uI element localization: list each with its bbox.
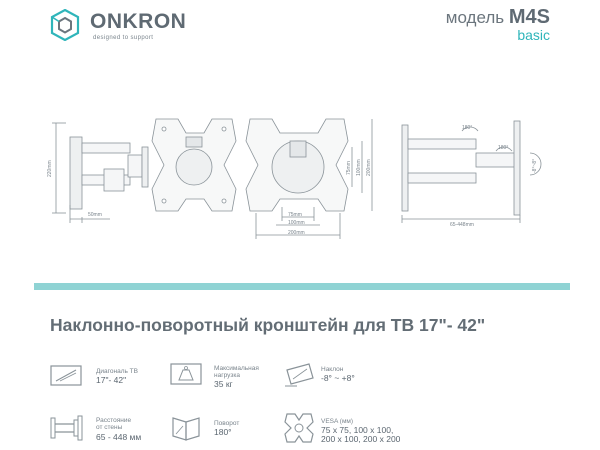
front-width-75-label: 75mm	[288, 212, 302, 218]
max-load-icon	[170, 363, 202, 385]
spec-max-load: Максимальная нагрузка 35 кг	[170, 362, 280, 398]
spec-label: Поворот	[214, 420, 240, 427]
teal-divider	[34, 283, 570, 290]
tv-diagonal-icon	[50, 365, 82, 386]
model-variant: basic	[517, 27, 550, 43]
spec-label: VESA (мм)	[321, 418, 354, 425]
side-view-drawing	[52, 122, 149, 223]
front-height-100-label: 100mm	[356, 159, 362, 176]
spec-swivel: Поворот 180°	[170, 414, 280, 450]
swivel-icon	[172, 417, 200, 441]
vesa-icon	[284, 413, 314, 443]
spec-label: Расстояние от стены	[96, 417, 132, 431]
front-width-200-label: 200mm	[288, 230, 305, 236]
drawings-canvas: 220mm 50mm 75mm 100mm 200m	[47, 118, 542, 239]
spec-value: 17"- 42"	[96, 375, 127, 385]
side-height-label: 220mm	[47, 160, 53, 177]
spec-tilt: Наклон -8° ~ +8°	[283, 360, 403, 396]
technical-drawings: 220mm 50mm 75mm 100mm 200m	[0, 95, 600, 265]
top-tilt-angle-label: -8°~8°	[532, 159, 538, 173]
model-code: M4S	[508, 6, 550, 28]
top-distance-label: 65-448mm	[450, 222, 474, 228]
tilt-icon	[285, 363, 314, 387]
side-depth-label: 50mm	[88, 212, 102, 218]
spec-tv-diagonal: Диагональ ТВ 17"- 42"	[50, 364, 170, 400]
brand-name: ONKRON	[90, 10, 187, 33]
spec-value: 75 x 75, 100 x 100, 200 x 100, 200 x 200	[321, 425, 401, 444]
product-title: Наклонно-поворотный кронштейн для ТВ 17"…	[50, 315, 486, 335]
spec-label: Диагональ ТВ	[96, 368, 138, 375]
spec-vesa: VESA (мм) 75 x 75, 100 x 100, 200 x 100,…	[283, 412, 423, 448]
wall-distance-icon	[50, 415, 83, 441]
front-height-200-label: 200mm	[366, 159, 372, 176]
spec-value: 180°	[214, 427, 232, 437]
spec-value: 65 - 448 мм	[96, 432, 142, 442]
brand-logo: ONKRON designed to support	[50, 8, 210, 44]
front-height-75-label: 75mm	[346, 161, 352, 175]
top-tilt-label: 180°	[462, 125, 472, 131]
top-view-drawing	[401, 120, 542, 223]
spec-value: -8° ~ +8°	[321, 373, 355, 383]
spec-wall-distance: Расстояние от стены 65 - 448 мм	[50, 414, 170, 450]
vesa-plate-front-drawing	[151, 118, 237, 212]
vesa-plate-dimensioned-drawing	[245, 118, 373, 239]
top-swivel-label: 180°	[498, 145, 508, 151]
model-block: модель M4S basic	[446, 6, 550, 43]
model-prefix: модель	[445, 8, 505, 27]
spec-label: Максимальная нагрузка	[214, 365, 259, 379]
spec-label: Наклон	[321, 366, 344, 373]
spec-value: 35 кг	[214, 379, 233, 389]
onkron-cube-icon	[50, 9, 80, 41]
front-width-100-label: 100mm	[288, 220, 305, 226]
brand-tagline: designed to support	[93, 35, 154, 41]
